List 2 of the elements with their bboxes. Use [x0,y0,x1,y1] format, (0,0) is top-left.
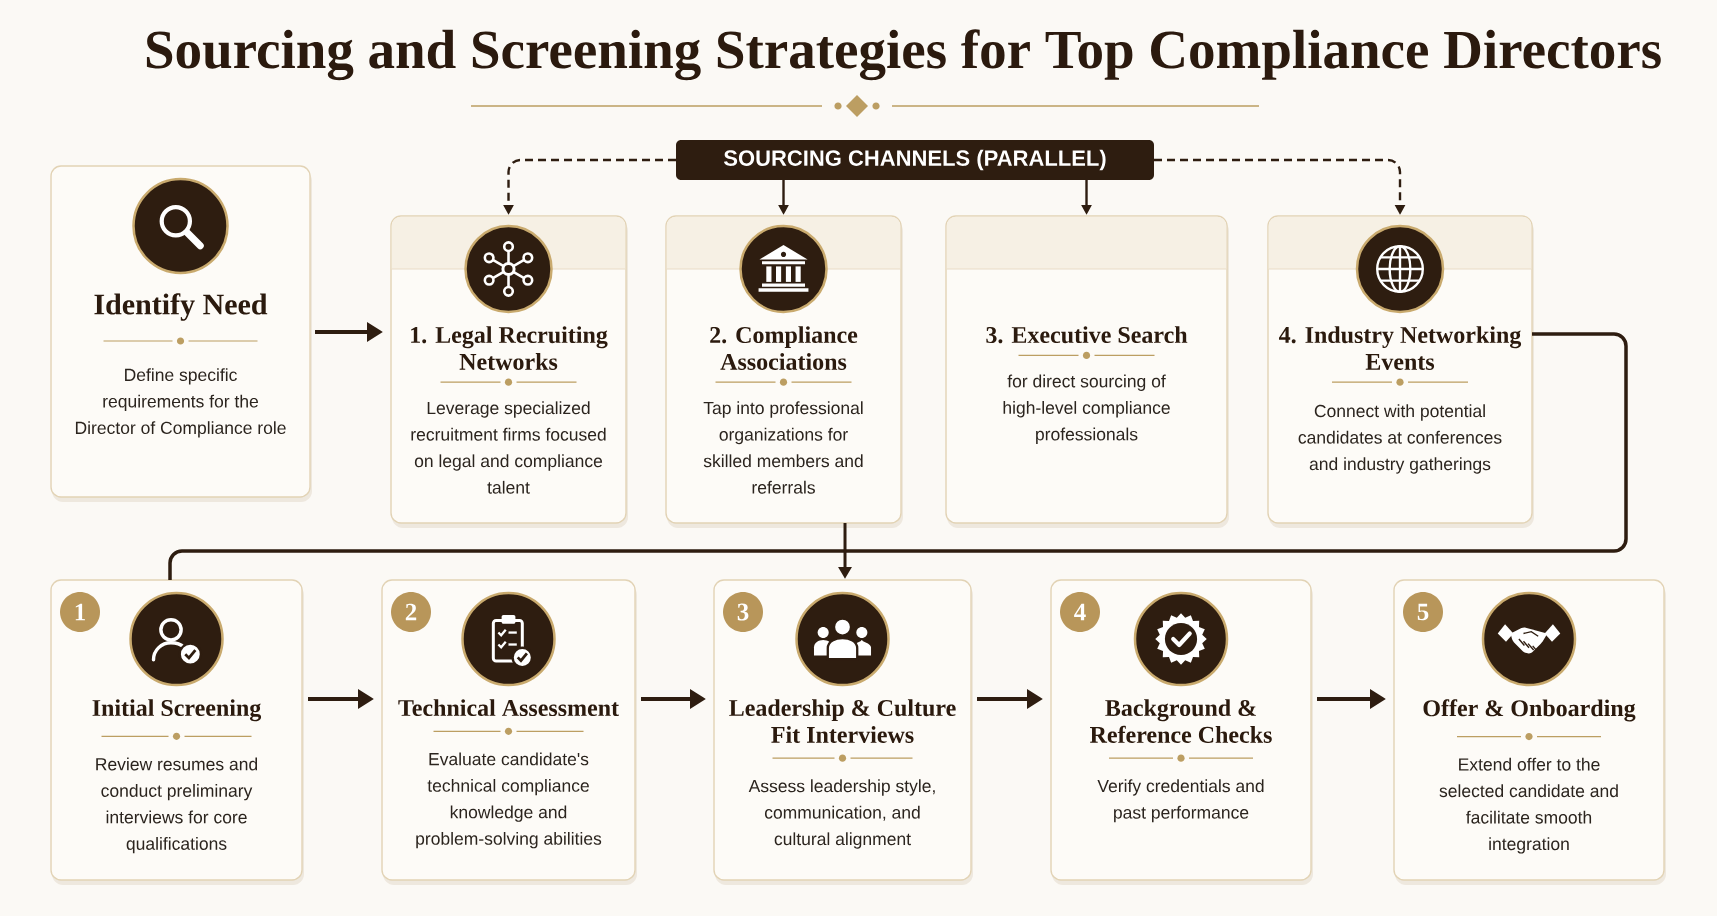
title: Sourcing and Screening Strategies for Top Compliance Directors [146,29,1661,81]
section-banner: SOURCING CHANNELS (PARALLEL) [676,140,1154,180]
